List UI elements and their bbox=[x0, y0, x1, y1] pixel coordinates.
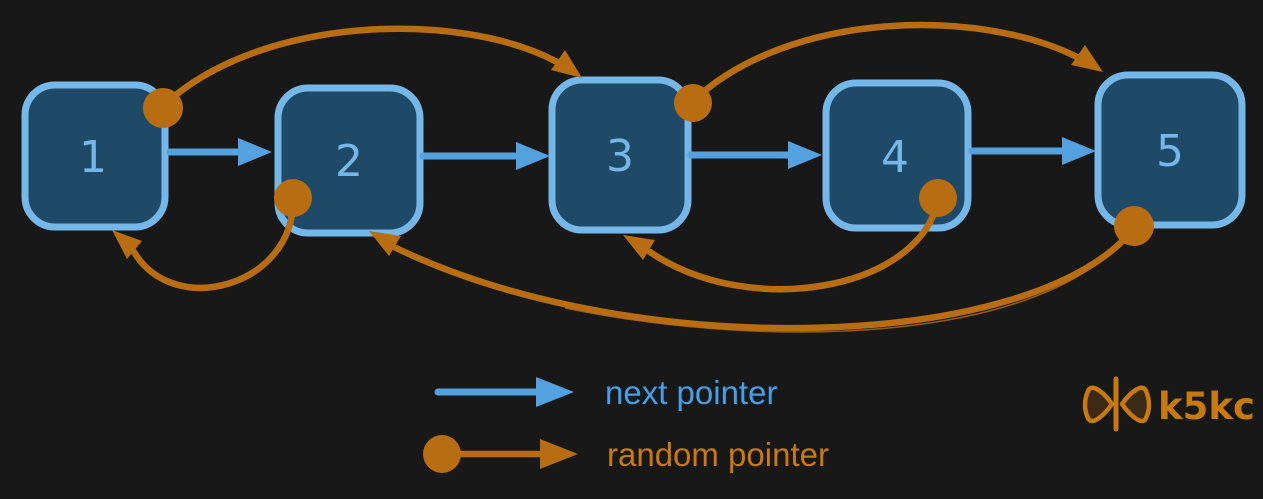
legend-next-pointer-row: next pointer bbox=[434, 374, 777, 411]
node-1-label: 1 bbox=[79, 132, 107, 183]
node-5: 5 bbox=[1094, 71, 1246, 229]
random-arrow-curve bbox=[689, 21, 1081, 105]
legend-next-label: next pointer bbox=[605, 374, 777, 411]
random-pointer-3-5 bbox=[674, 21, 1103, 122]
logo-left-lobe bbox=[1082, 385, 1115, 424]
node-1-box bbox=[21, 81, 169, 231]
arrowhead-icon bbox=[536, 377, 574, 407]
next-pointer-4-5 bbox=[968, 137, 1096, 165]
arrowhead-icon bbox=[540, 439, 578, 469]
legend: next pointer random pointer bbox=[423, 374, 829, 473]
node-5-box bbox=[1094, 71, 1246, 229]
k5kc-logo bbox=[1082, 376, 1152, 432]
pointer-origin-dot bbox=[919, 179, 957, 217]
random-arrow-curve bbox=[159, 25, 561, 110]
node-3-label: 3 bbox=[606, 131, 634, 182]
logo-right-lobe bbox=[1119, 385, 1152, 424]
legend-random-pointer-row: random pointer bbox=[423, 435, 829, 473]
random-pointer-5-2 bbox=[369, 206, 1154, 333]
random-arrow-curve bbox=[392, 224, 1138, 332]
random-pointer-4-3 bbox=[623, 179, 957, 293]
legend-random-dot bbox=[423, 435, 461, 473]
arrowhead-icon bbox=[238, 138, 272, 166]
pointer-origin-dot bbox=[143, 88, 183, 128]
node-2: 2 bbox=[274, 84, 424, 237]
node-1: 1 bbox=[21, 81, 169, 231]
arrowhead-icon bbox=[369, 231, 401, 256]
next-pointer-1-2 bbox=[166, 138, 272, 166]
node-2-label: 2 bbox=[335, 136, 363, 187]
node-3: 3 bbox=[548, 76, 692, 234]
legend-random-label: random pointer bbox=[607, 436, 829, 473]
watermark: k5kc bbox=[1082, 376, 1255, 432]
arrowhead-icon bbox=[551, 50, 582, 78]
node-4-label: 4 bbox=[881, 132, 909, 183]
random-pointer-2-1 bbox=[112, 179, 312, 291]
random-arrow-curve bbox=[130, 195, 297, 291]
watermark-text: k5kc bbox=[1158, 385, 1255, 428]
arrowhead-icon bbox=[788, 141, 822, 169]
pointer-origin-dot bbox=[1114, 206, 1154, 246]
pointer-origin-dot bbox=[274, 179, 312, 217]
next-pointer-3-4 bbox=[687, 141, 822, 169]
arrowhead-icon bbox=[1062, 137, 1096, 165]
arrowhead-icon bbox=[1071, 45, 1103, 72]
random-pointer-1-3 bbox=[143, 25, 582, 128]
arrowhead-icon bbox=[516, 142, 550, 170]
arrowhead-icon bbox=[112, 230, 142, 259]
pointer-origin-dot bbox=[674, 84, 712, 122]
node-5-label: 5 bbox=[1156, 126, 1184, 177]
random-arrow-sketch-line bbox=[564, 233, 1129, 333]
arrowhead-icon bbox=[623, 235, 655, 260]
random-arrow-curve bbox=[646, 196, 942, 293]
next-pointer-2-3 bbox=[419, 142, 550, 170]
node-2-box bbox=[274, 84, 424, 237]
